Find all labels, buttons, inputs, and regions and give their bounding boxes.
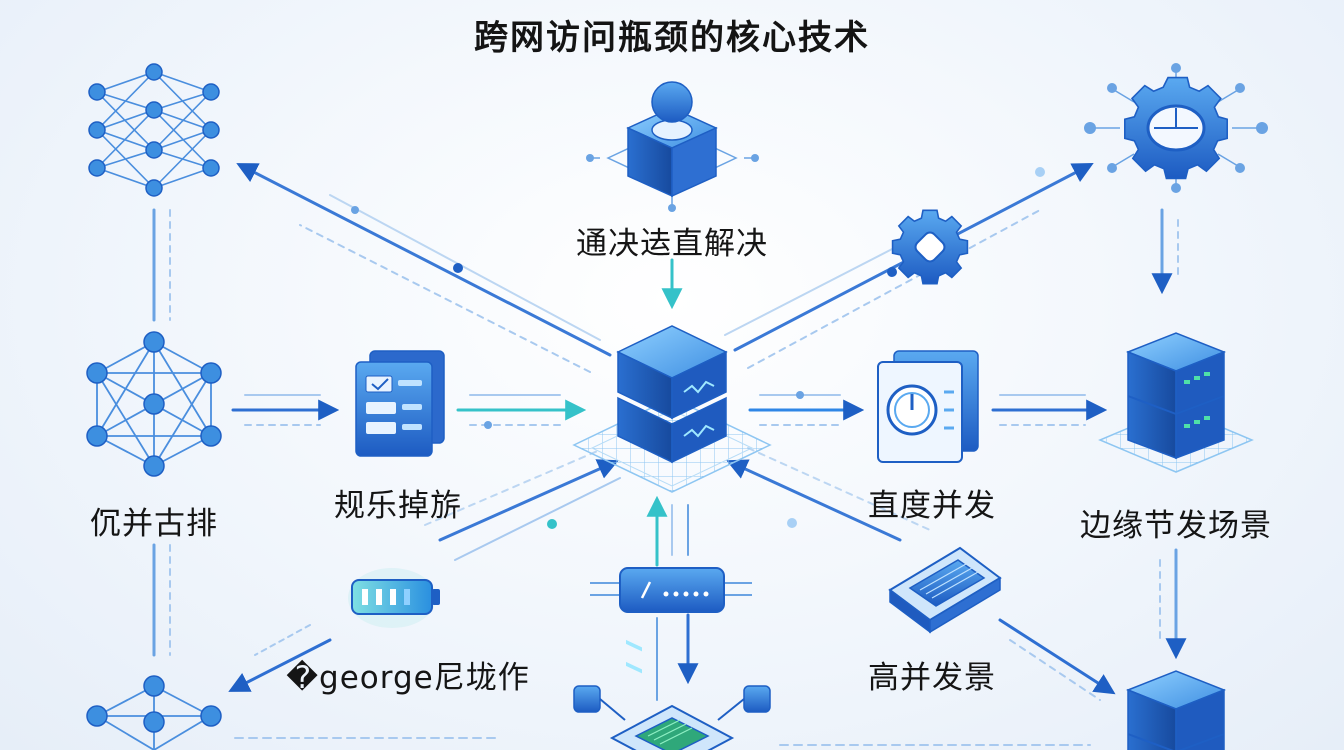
link-battery-to-server — [438, 459, 619, 542]
chip-icon — [573, 685, 771, 750]
server-led — [626, 661, 642, 674]
link-dot — [887, 267, 897, 277]
link-dot — [484, 421, 492, 429]
label-edge: 边缘节发场景 — [1080, 508, 1272, 544]
label-left-mid: 伔并古排 — [90, 506, 218, 542]
neural-network-icon — [88, 63, 220, 197]
link-dot — [1035, 167, 1045, 177]
link-center-to-top-left-thin — [329, 194, 601, 341]
link-to-bottom-left-dash — [254, 624, 311, 656]
label-card: 高并发景 — [868, 660, 996, 696]
form-document-icon — [355, 350, 445, 457]
link-center-to-top-right-dash — [747, 209, 1041, 369]
link-center-to-top-right-thin — [724, 244, 901, 336]
circuit-card-icon — [888, 546, 1002, 634]
neural-network-icon — [86, 331, 222, 477]
link-center-to-top-left-dash — [299, 224, 591, 373]
server-led — [626, 639, 642, 652]
link-battery-to-server-dash — [424, 449, 601, 526]
server-icon — [1098, 332, 1254, 473]
node-dot — [668, 204, 676, 212]
gear-icon — [1084, 63, 1268, 193]
network-switch-icon — [590, 567, 752, 613]
connector-lines — [152, 163, 1187, 746]
neural-network-icon — [86, 675, 222, 750]
battery-icon — [348, 568, 440, 628]
gauge-document-icon — [877, 350, 979, 463]
label-battery: �george尼垅作 — [286, 660, 530, 696]
label-top-center: 通决迲直解决 — [576, 226, 768, 262]
diagram-title: 跨网访问瓶颈的核心技术 — [474, 18, 870, 58]
link-to-bottom-left — [228, 638, 332, 692]
link-card-to-server-dash — [747, 447, 931, 531]
server-icon — [572, 325, 772, 674]
label-gauge: 直度并发 — [868, 488, 996, 524]
gear-icon — [891, 209, 969, 285]
link-dot — [453, 263, 463, 273]
label-form: 规乐掉旂 — [334, 488, 462, 524]
server-icon — [1125, 670, 1227, 750]
link-battery-to-server-thin — [454, 477, 621, 561]
node-dot — [586, 154, 594, 162]
link-center-to-top-left — [236, 163, 612, 357]
link-dot — [787, 518, 797, 528]
link-to-bottom-right — [998, 618, 1116, 695]
link-to-bottom-right-dash — [1009, 639, 1101, 701]
node-dot — [751, 154, 759, 162]
link-card-to-server — [726, 459, 902, 542]
link-dot — [351, 206, 359, 214]
user-cube-icon — [586, 81, 759, 212]
link-dot — [796, 391, 804, 399]
link-dot — [547, 519, 557, 529]
